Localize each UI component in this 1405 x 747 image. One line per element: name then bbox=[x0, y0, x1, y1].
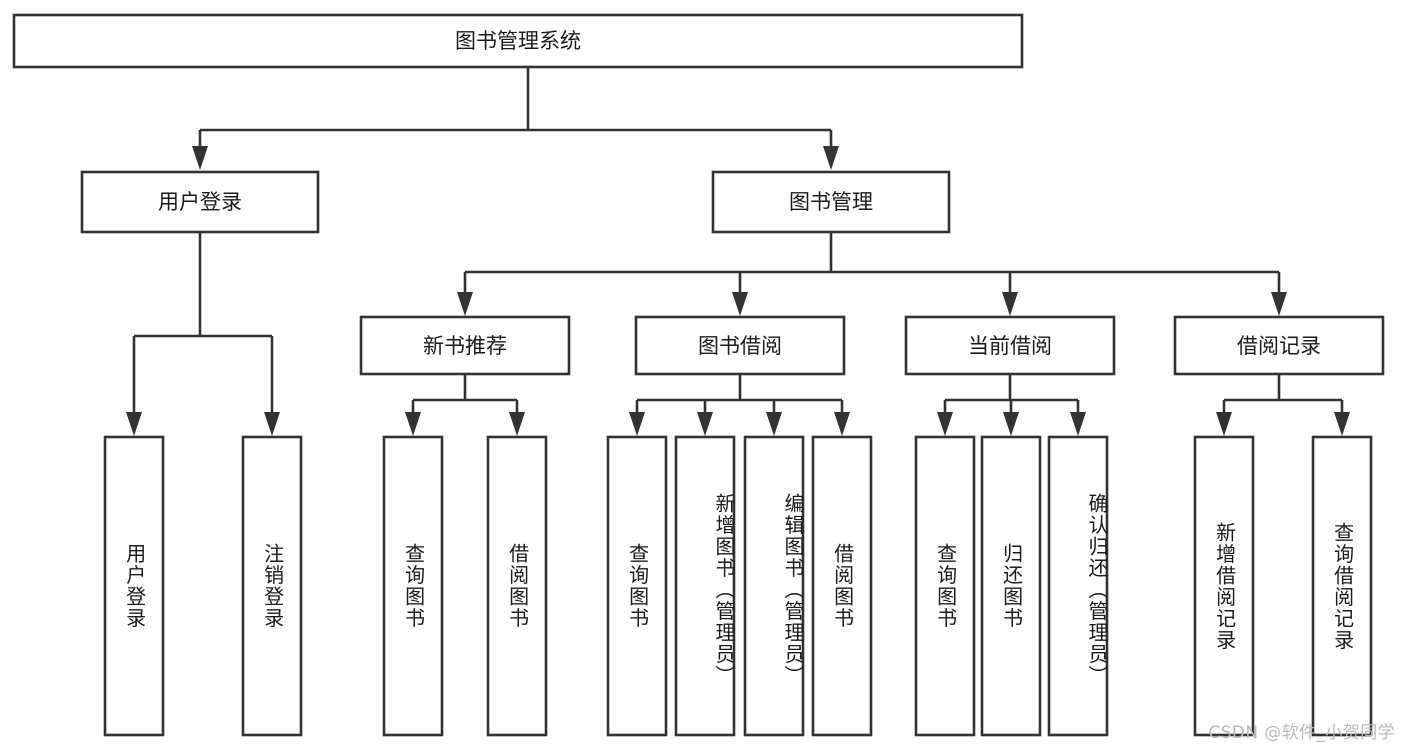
node-root-system-box[interactable] bbox=[12, 13, 1024, 69]
leaf-box-user-logout[interactable] bbox=[241, 435, 303, 737]
node-book-borrow-label: 图书借阅 bbox=[698, 334, 782, 358]
connector-newbook-to-leaves bbox=[405, 374, 525, 436]
connector-borrowrecord-to-leaves bbox=[1216, 374, 1350, 436]
connector-bookmanage-to-level3 bbox=[457, 232, 1287, 316]
leaf-box-borrow-lend[interactable] bbox=[811, 435, 873, 737]
node-book-manage-label: 图书管理 bbox=[789, 190, 873, 214]
leaf-box-newbook-query[interactable] bbox=[382, 435, 444, 737]
leaf-box-current-return[interactable] bbox=[980, 435, 1042, 737]
node-new-book-recommend[interactable]: 新书推荐 bbox=[359, 315, 571, 376]
node-book-borrow-box[interactable] bbox=[634, 315, 846, 376]
arrow-head-book-manage bbox=[823, 146, 839, 170]
leaf-box-user-login[interactable] bbox=[103, 435, 165, 737]
node-book-borrow[interactable]: 图书借阅 bbox=[634, 315, 846, 376]
leaf-box-record-query[interactable] bbox=[1311, 435, 1373, 737]
node-user-login[interactable]: 用户登录 bbox=[80, 170, 320, 234]
connector-userlogin-to-leaves bbox=[126, 232, 280, 436]
node-new-book-recommend-label: 新书推荐 bbox=[423, 334, 507, 358]
node-borrow-record[interactable]: 借阅记录 bbox=[1173, 315, 1385, 376]
leaf-box-current-query[interactable] bbox=[914, 435, 976, 737]
node-book-manage-box[interactable] bbox=[711, 170, 951, 234]
node-new-book-recommend-box[interactable] bbox=[359, 315, 571, 376]
node-book-manage[interactable]: 图书管理 bbox=[711, 170, 951, 234]
leaf-box-current-confirm[interactable] bbox=[1047, 435, 1109, 737]
leaf-box-newbook-borrow[interactable] bbox=[486, 435, 548, 737]
connector-bookborrow-to-leaves bbox=[629, 374, 850, 436]
leaf-box-borrow-add[interactable] bbox=[674, 435, 736, 737]
node-user-login-label: 用户登录 bbox=[158, 190, 242, 214]
connector-root-to-level2 bbox=[192, 67, 839, 170]
csdn-watermark: CSDN @软件_小贺同学 bbox=[1208, 723, 1395, 743]
leaf-box-record-add[interactable] bbox=[1193, 435, 1255, 737]
node-root-system-label: 图书管理系统 bbox=[455, 29, 581, 53]
leaf-box-borrow-edit[interactable] bbox=[743, 435, 805, 737]
node-borrow-record-label: 借阅记录 bbox=[1237, 334, 1321, 358]
leaf-box-borrow-query[interactable] bbox=[606, 435, 668, 737]
node-borrow-record-box[interactable] bbox=[1173, 315, 1385, 376]
node-current-borrow-box[interactable] bbox=[904, 315, 1116, 376]
arrow-head-user-login bbox=[192, 146, 208, 170]
node-user-login-box[interactable] bbox=[80, 170, 320, 234]
node-root-system[interactable]: 图书管理系统 bbox=[12, 13, 1024, 69]
connector-currentborrow-to-leaves bbox=[937, 374, 1086, 436]
node-current-borrow-label: 当前借阅 bbox=[968, 334, 1052, 358]
node-current-borrow[interactable]: 当前借阅 bbox=[904, 315, 1116, 376]
